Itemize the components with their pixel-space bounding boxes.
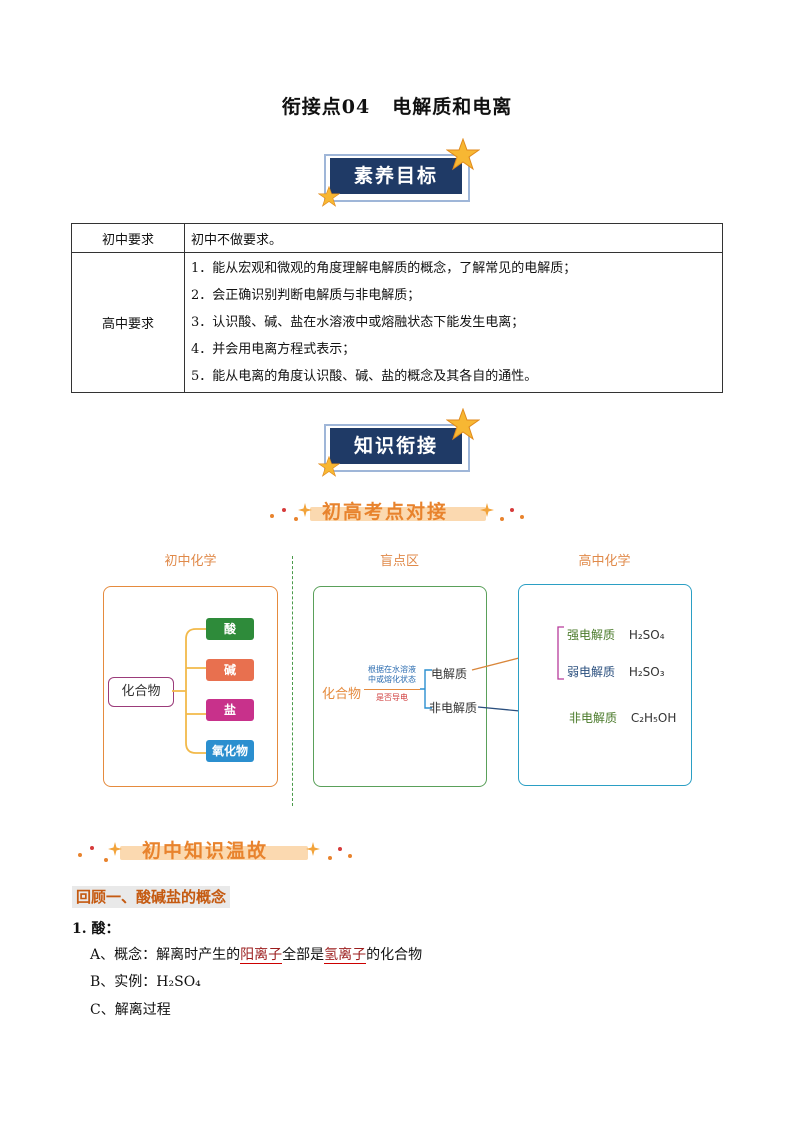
- title-main: 电解质和电离: [392, 96, 513, 118]
- badge-goals-label: 素养目标: [330, 158, 462, 194]
- list-item: 3．认识酸、碱、盐在水溶液中或熔融状态下能发生电离；: [191, 315, 525, 330]
- column-header-blind: 盲点区: [379, 554, 419, 569]
- ribbon-linkage-label: 初高考点对接: [322, 501, 449, 523]
- blind-zone-box: [313, 586, 487, 787]
- pill-salt: 盐: [206, 699, 254, 721]
- weak-electrolyte: 弱电解质 H₂SO₃: [567, 663, 665, 680]
- compound-node-blind: 化合物: [322, 687, 362, 702]
- sparkle-icon: [480, 503, 494, 517]
- strong-label: 强电解质: [567, 628, 616, 642]
- requirements-table: 初中要求 初中不做要求。 高中要求 1．能从宏观和微观的角度理解电解质的概念，了…: [71, 223, 723, 393]
- section-badge-knowledge: 知识衔接: [318, 408, 480, 477]
- pill-acid: 酸: [206, 618, 254, 640]
- example-formula: H₂SO₄: [156, 974, 201, 990]
- non-label: 非电解质: [569, 711, 618, 725]
- weak-formula: H₂SO₃: [628, 665, 665, 679]
- page-title: 衔接点04 电解质和电离: [0, 92, 794, 119]
- non-formula: C₂H₅OH: [630, 711, 677, 725]
- list-item: 5．能从电离的角度认识酸、碱、盐的概念及其各自的通性。: [191, 369, 538, 384]
- list-item: 4．并会用电离方程式表示；: [191, 342, 356, 357]
- sparkle-icon: [108, 842, 122, 856]
- criterion-line: 中或熔化状态: [368, 675, 416, 684]
- electrolyte-node: 电解质: [431, 667, 468, 681]
- section-badge-goals: 素养目标: [318, 138, 480, 207]
- brace-connector: [172, 628, 206, 754]
- title-prefix: 衔接点04: [281, 96, 371, 118]
- underlined-term: 阳离子: [240, 947, 283, 964]
- acid-concept: A、概念：解离时产生的阳离子全部是氢离子的化合物: [90, 944, 422, 964]
- review-item-acid: 1. 酸：: [72, 921, 120, 937]
- concept-text: A、概念：解离时产生的: [90, 947, 241, 963]
- non-electrolyte: 非电解质 C₂H₅OH: [569, 709, 676, 726]
- divider: [292, 556, 293, 806]
- acid-process: C、解离过程: [90, 1002, 171, 1018]
- badge-knowledge-label: 知识衔接: [330, 428, 462, 464]
- underlined-term: 氢离子: [324, 947, 367, 964]
- criterion-label: 根据在水溶液 中或熔化状态: [364, 665, 420, 685]
- sparkle-icon: [298, 503, 312, 517]
- criterion-line: 根据在水溶液: [368, 665, 416, 674]
- strong-electrolyte: 强电解质 H₂SO₄: [567, 626, 665, 643]
- section-ribbon-linkage: 初高考点对接: [268, 497, 528, 531]
- row-label-junior: 初中要求: [71, 223, 185, 253]
- split-brace: [420, 669, 432, 709]
- pill-base: 碱: [206, 659, 254, 681]
- nonelectrolyte-node: 非电解质: [429, 701, 478, 715]
- ribbon-review-label: 初中知识温故: [142, 840, 269, 862]
- criterion-arrow-line: [364, 689, 420, 690]
- compound-node-junior: 化合物: [108, 677, 174, 707]
- table-row: 初中要求 初中不做要求。: [71, 223, 723, 253]
- strong-formula: H₂SO₄: [628, 628, 665, 642]
- star-icon: [446, 138, 480, 171]
- list-item: 2．会正确识别判断电解质与非电解质；: [191, 288, 421, 303]
- acid-example: B、实例：H₂SO₄: [90, 971, 201, 991]
- table-row: 高中要求 1．能从宏观和微观的角度理解电解质的概念，了解常见的电解质； 2．会正…: [71, 252, 723, 393]
- star-icon: [318, 186, 340, 207]
- concept-text: 的化合物: [366, 947, 423, 963]
- star-icon: [446, 408, 480, 441]
- list-item: 1．能从宏观和微观的角度理解电解质的概念，了解常见的电解质；: [191, 261, 577, 276]
- sparkle-icon: [306, 842, 320, 856]
- row-text-junior: 初中不做要求。: [184, 223, 723, 253]
- column-header-senior: 高中化学: [578, 554, 631, 569]
- star-icon: [318, 456, 340, 477]
- pill-oxide: 氧化物: [206, 740, 254, 762]
- weak-label: 弱电解质: [567, 665, 616, 679]
- concept-text: 全部是: [282, 947, 325, 963]
- criterion-bottom: 是否导电: [376, 693, 408, 702]
- column-header-junior: 初中化学: [164, 554, 217, 569]
- review-heading: 回顾一、酸碱盐的概念: [72, 886, 231, 908]
- section-ribbon-review: 初中知识温故: [76, 836, 356, 870]
- strong-weak-brace: [557, 626, 564, 680]
- senior-chem-box: [518, 584, 692, 786]
- row-label-senior: 高中要求: [71, 252, 185, 393]
- example-label: B、实例：: [90, 974, 157, 990]
